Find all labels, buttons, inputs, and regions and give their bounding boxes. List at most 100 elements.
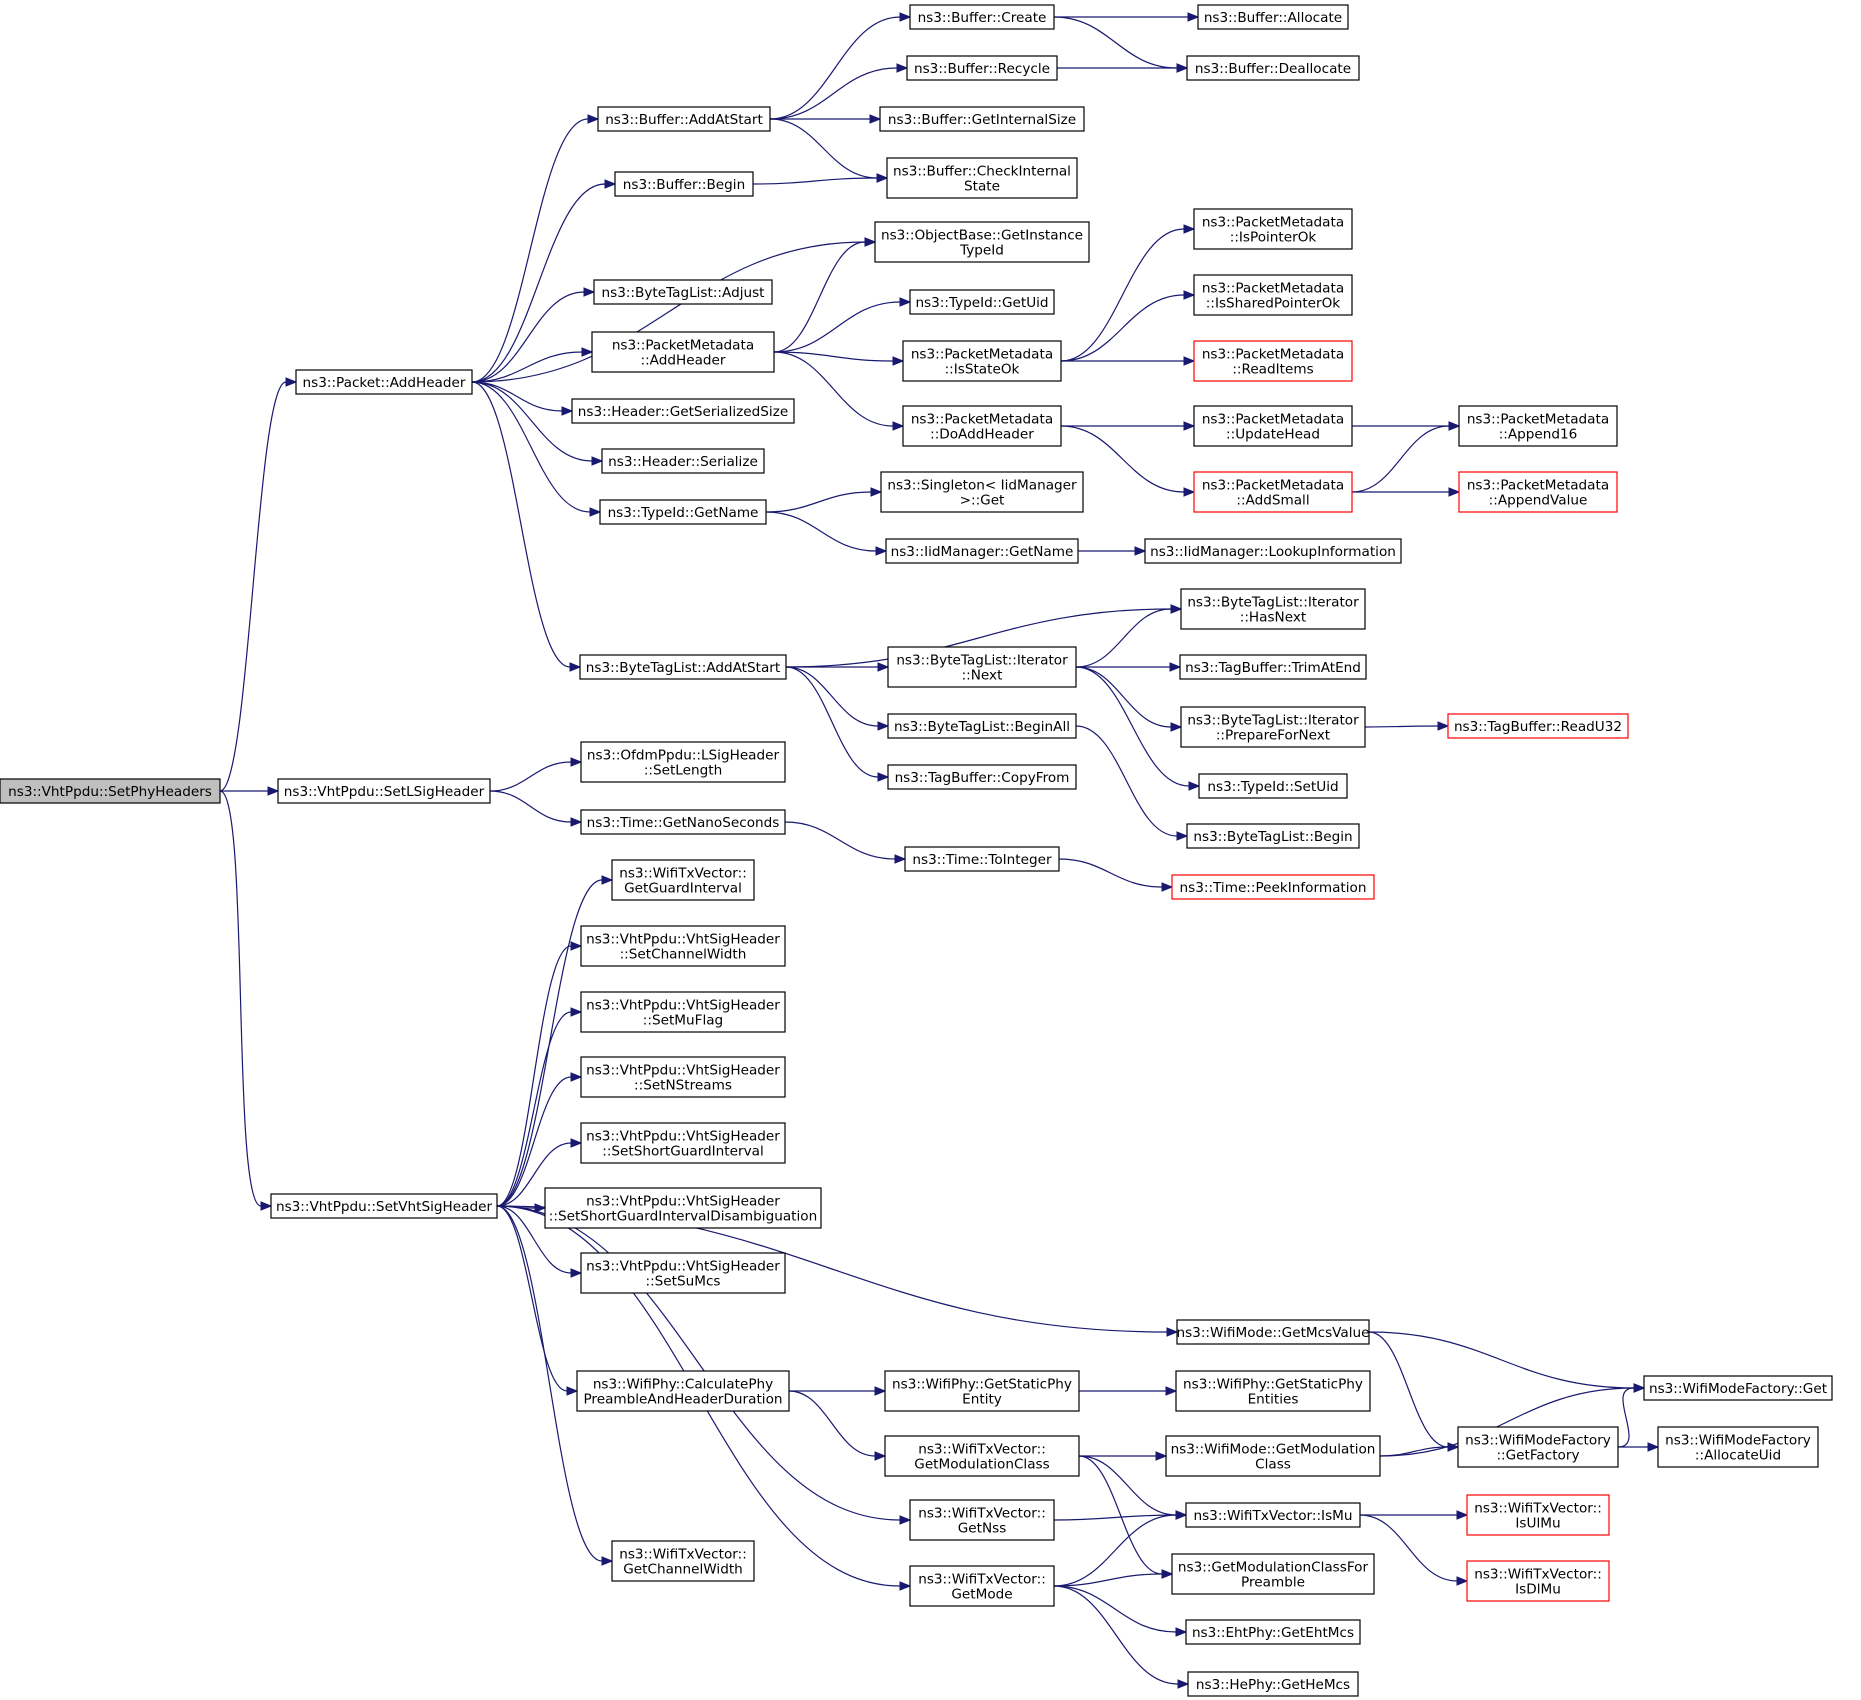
node-box[interactable] — [884, 1370, 1080, 1412]
node-box[interactable] — [887, 646, 1077, 688]
node-box[interactable] — [0, 778, 221, 804]
node-n11[interactable]: ns3::TypeId::GetName — [599, 499, 767, 525]
node-n52[interactable]: ns3::WifiMode::GetMcsValue — [1176, 1319, 1370, 1345]
node-n4[interactable]: ns3::Buffer::AddAtStart — [597, 106, 771, 132]
node-box[interactable] — [576, 1370, 790, 1412]
node-box[interactable] — [906, 55, 1058, 81]
node-box[interactable] — [580, 1056, 786, 1098]
node-box[interactable] — [909, 4, 1055, 30]
node-box[interactable] — [1466, 1560, 1610, 1602]
node-box[interactable] — [879, 106, 1085, 132]
node-n57[interactable]: ns3::WifiModeFactory::Get — [1643, 1375, 1833, 1401]
node-box[interactable] — [885, 538, 1079, 564]
node-box[interactable] — [1186, 55, 1360, 81]
node-n27[interactable]: ns3::PacketMetadata::Append16 — [1458, 405, 1618, 447]
node-box[interactable] — [909, 1565, 1055, 1607]
node-box[interactable] — [601, 448, 765, 474]
node-n47[interactable]: ns3::VhtPpdu::VhtSigHeader::SetMuFlag — [580, 991, 786, 1033]
node-n58[interactable]: ns3::WifiModeFactory::GetFactory — [1457, 1426, 1619, 1468]
node-box[interactable] — [614, 171, 754, 197]
node-n69[interactable]: ns3::HePhy::GetHeMcs — [1187, 1671, 1359, 1697]
node-box[interactable] — [1466, 1494, 1610, 1536]
node-box[interactable] — [886, 157, 1078, 199]
node-box[interactable] — [611, 859, 755, 901]
node-box[interactable] — [1193, 208, 1353, 250]
node-box[interactable] — [580, 925, 786, 967]
node-n60[interactable]: ns3::WifiTxVector::GetModulationClass — [884, 1435, 1080, 1477]
node-n20[interactable]: ns3::PacketMetadata::IsStateOk — [902, 340, 1062, 382]
node-n23[interactable]: ns3::PacketMetadata::IsSharedPointerOk — [1193, 274, 1353, 316]
node-n42[interactable]: ns3::Time::GetNanoSeconds — [580, 809, 786, 835]
node-box[interactable] — [579, 654, 787, 680]
node-box[interactable] — [1643, 1375, 1833, 1401]
node-box[interactable] — [1185, 1502, 1361, 1528]
node-box[interactable] — [880, 471, 1084, 513]
node-n7[interactable]: ns3::ByteTagList::Adjust — [593, 279, 773, 305]
node-box[interactable] — [1657, 1426, 1819, 1468]
node-n44[interactable]: ns3::Time::PeekInformation — [1171, 874, 1375, 900]
node-n3[interactable]: ns3::VhtPpdu::SetVhtSigHeader — [270, 1193, 498, 1219]
node-box[interactable] — [1171, 1553, 1375, 1595]
node-box[interactable] — [1457, 1426, 1619, 1468]
node-n41[interactable]: ns3::OfdmPpdu::LSigHeader::SetLength — [580, 741, 786, 783]
node-n56[interactable]: ns3::WifiTxVector::GetMode — [909, 1565, 1055, 1607]
node-box[interactable] — [580, 991, 786, 1033]
node-n50[interactable]: ns3::VhtPpdu::VhtSigHeader::SetShortGuar… — [544, 1187, 822, 1229]
node-box[interactable] — [902, 405, 1062, 447]
node-box[interactable] — [1197, 4, 1349, 30]
node-box[interactable] — [1165, 1435, 1381, 1477]
node-n65[interactable]: ns3::WifiModeFactory::AllocateUid — [1657, 1426, 1819, 1468]
node-n39[interactable]: ns3::TypeId::SetUid — [1198, 773, 1348, 799]
node-box[interactable] — [580, 1122, 786, 1164]
node-box[interactable] — [544, 1187, 822, 1229]
node-box[interactable] — [1180, 706, 1366, 748]
node-n10[interactable]: ns3::Header::Serialize — [601, 448, 765, 474]
node-box[interactable] — [580, 1252, 786, 1294]
node-n48[interactable]: ns3::VhtPpdu::VhtSigHeader::SetNStreams — [580, 1056, 786, 1098]
node-n12[interactable]: ns3::ByteTagList::AddAtStart — [579, 654, 787, 680]
node-box[interactable] — [1171, 874, 1375, 900]
node-n15[interactable]: ns3::Buffer::GetInternalSize — [879, 106, 1085, 132]
node-box[interactable] — [909, 289, 1055, 315]
node-box[interactable] — [1186, 823, 1360, 849]
node-box[interactable] — [1198, 773, 1348, 799]
node-n33[interactable]: ns3::ByteTagList::BeginAll — [887, 713, 1077, 739]
node-n46[interactable]: ns3::VhtPpdu::VhtSigHeader::SetChannelWi… — [580, 925, 786, 967]
node-n29[interactable]: ns3::Singleton< IidManager >::Get — [880, 471, 1084, 513]
node-n67[interactable]: ns3::WifiTxVector::IsDlMu — [1466, 1560, 1610, 1602]
node-box[interactable] — [1458, 405, 1618, 447]
node-n8[interactable]: ns3::PacketMetadata::AddHeader — [591, 331, 775, 373]
node-n62[interactable]: ns3::WifiMode::GetModulationClass — [1165, 1435, 1381, 1477]
node-n26[interactable]: ns3::PacketMetadata::AddSmall — [1193, 471, 1353, 513]
node-box[interactable] — [295, 369, 473, 395]
node-n5[interactable]: ns3::Buffer::Begin — [614, 171, 754, 197]
node-box[interactable] — [597, 106, 771, 132]
node-box[interactable] — [611, 1540, 755, 1582]
node-n31[interactable]: ns3::IidManager::LookupInformation — [1144, 538, 1402, 564]
node-box[interactable] — [887, 713, 1077, 739]
node-n38[interactable]: ns3::TagBuffer::ReadU32 — [1447, 713, 1629, 739]
node-n14[interactable]: ns3::Buffer::Recycle — [906, 55, 1058, 81]
node-n25[interactable]: ns3::PacketMetadata::UpdateHead — [1193, 405, 1353, 447]
node-n54[interactable]: ns3::WifiTxVector::GetNss — [909, 1499, 1055, 1541]
node-n24[interactable]: ns3::PacketMetadata::ReadItems — [1193, 340, 1353, 382]
node-box[interactable] — [571, 398, 795, 424]
node-n37[interactable]: ns3::ByteTagList::Iterator::PrepareForNe… — [1180, 706, 1366, 748]
node-box[interactable] — [1144, 538, 1402, 564]
node-box[interactable] — [1185, 1619, 1361, 1645]
node-n19[interactable]: ns3::TypeId::GetUid — [909, 289, 1055, 315]
node-box[interactable] — [874, 221, 1090, 263]
node-n21[interactable]: ns3::PacketMetadata::DoAddHeader — [902, 405, 1062, 447]
node-box[interactable] — [884, 1435, 1080, 1477]
node-n32[interactable]: ns3::ByteTagList::Iterator::Next — [887, 646, 1077, 688]
node-box[interactable] — [1193, 274, 1353, 316]
node-box[interactable] — [1180, 588, 1366, 630]
node-box[interactable] — [591, 331, 775, 373]
node-n17[interactable]: ns3::Buffer::Allocate — [1197, 4, 1349, 30]
node-n49[interactable]: ns3::VhtPpdu::VhtSigHeader::SetShortGuar… — [580, 1122, 786, 1164]
